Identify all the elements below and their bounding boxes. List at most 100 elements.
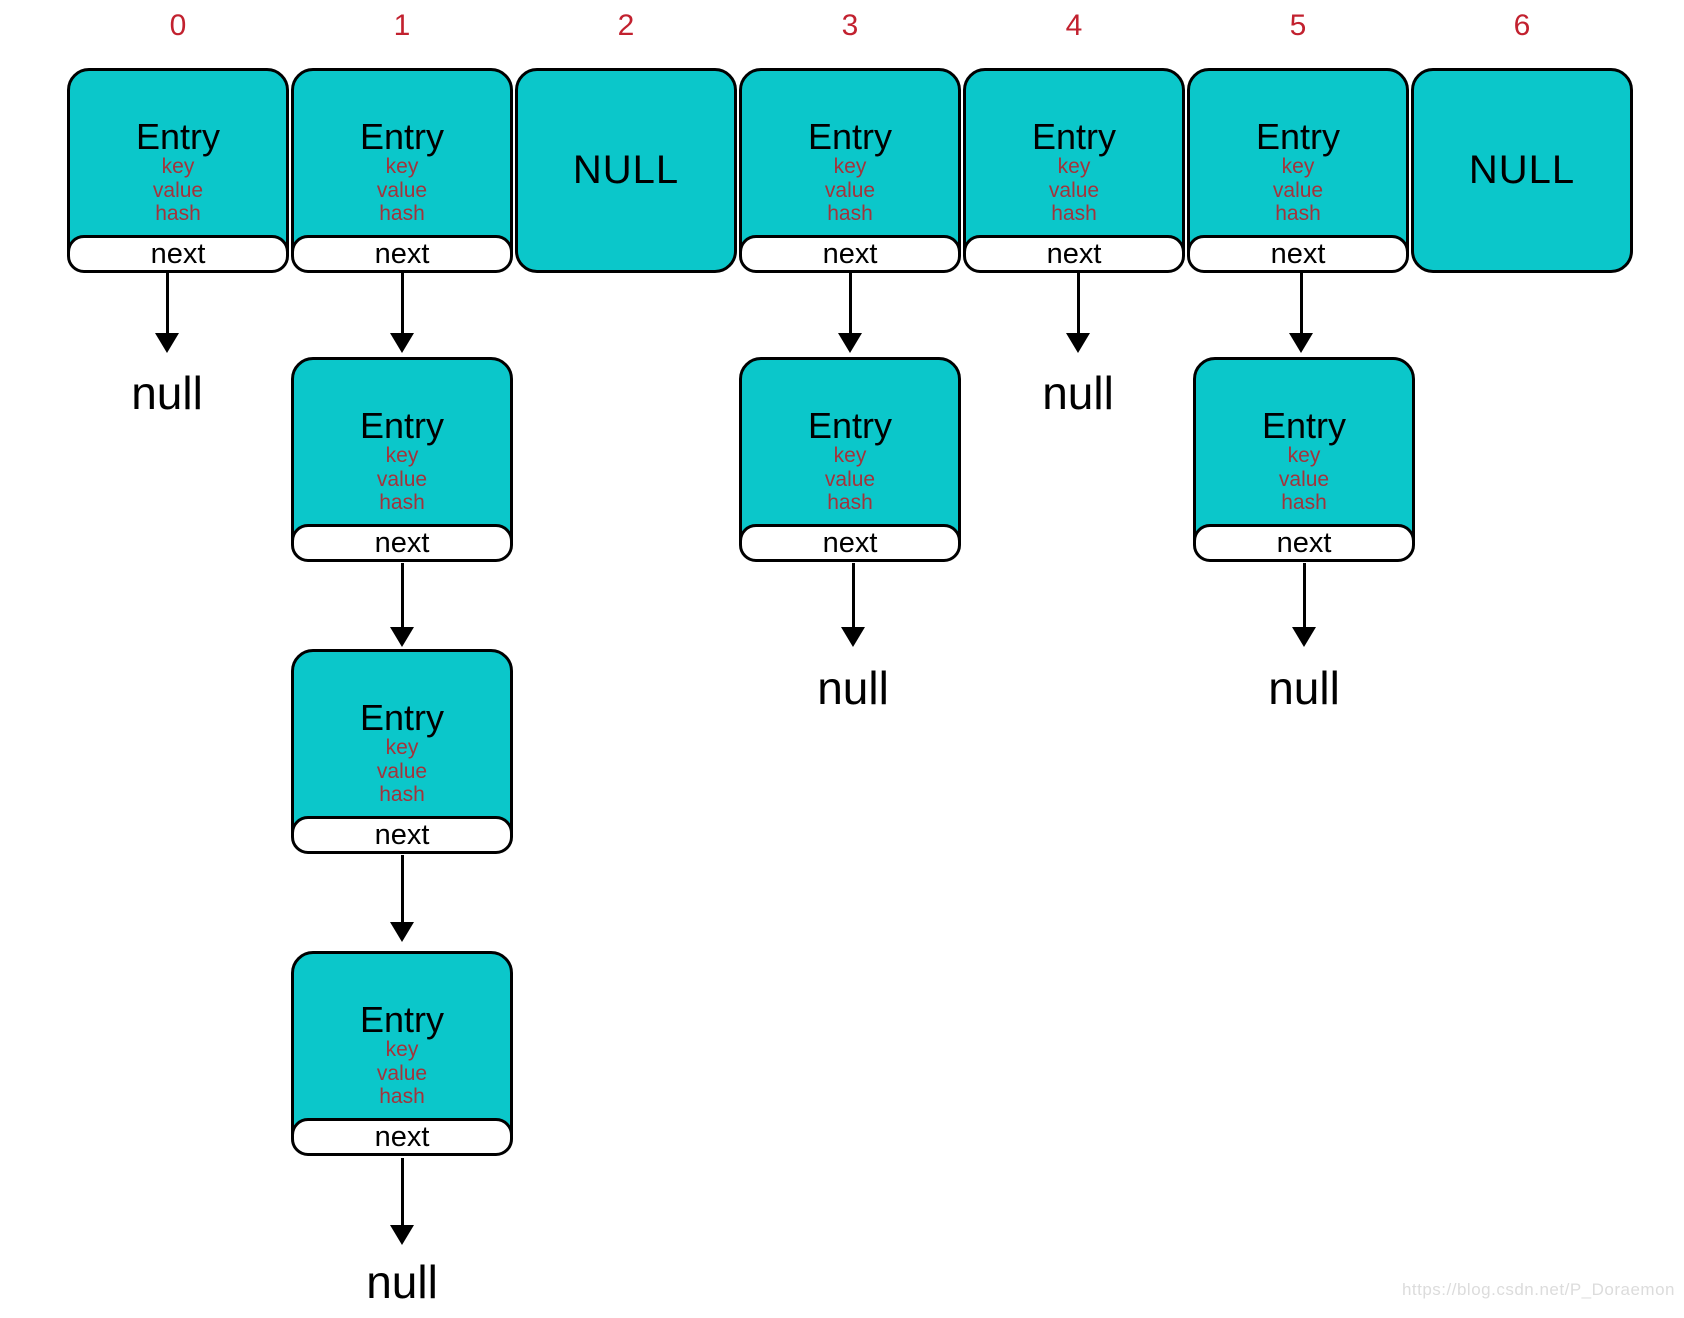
next-arrow	[155, 273, 179, 353]
entry-field-key: key	[385, 1038, 419, 1061]
next-label: next	[1046, 237, 1102, 270]
entry-field-hash: hash	[1051, 202, 1097, 225]
entry-title: Entry	[807, 405, 893, 446]
entry-field-value: value	[1272, 178, 1324, 202]
next-label: next	[150, 237, 206, 270]
entry-title: Entry	[359, 999, 445, 1040]
entry-field-key: key	[1281, 155, 1315, 178]
next-arrow	[1066, 273, 1090, 353]
next-arrow	[841, 563, 865, 647]
entry-field-value: value	[376, 1061, 428, 1085]
entry-field-value: value	[376, 467, 428, 491]
bucket-index-1: 1	[393, 9, 411, 42]
null-terminator-bucket0: null	[131, 367, 203, 419]
entry-field-key: key	[385, 444, 419, 467]
bucket-index-6: 6	[1513, 9, 1531, 42]
entry-field-hash: hash	[379, 1085, 425, 1108]
null-terminator-bucket3: null	[817, 662, 889, 714]
entry-fields: key value hash	[742, 444, 958, 515]
entry-title: Entry	[807, 116, 893, 157]
entry-fields: key value hash	[1196, 444, 1412, 515]
null-terminator-bucket1: null	[366, 1256, 438, 1308]
entry-field-hash: hash	[1275, 202, 1321, 225]
entry-node-bucket1-3: Entry key value hash next	[291, 649, 513, 854]
bucket-index-0: 0	[169, 9, 187, 42]
entry-node-bucket4: Entry key value hash next	[963, 68, 1185, 273]
entry-fields: key value hash	[294, 155, 510, 226]
next-pointer: next	[67, 235, 289, 273]
entry-field-value: value	[1278, 467, 1330, 491]
entry-fields: key value hash	[294, 1038, 510, 1109]
next-arrow	[390, 563, 414, 647]
entry-node-bucket5-2: Entry key value hash next	[1193, 357, 1415, 562]
next-pointer: next	[291, 1118, 513, 1156]
null-terminator-bucket5: null	[1268, 662, 1340, 714]
next-arrow	[1289, 273, 1313, 353]
entry-fields: key value hash	[1190, 155, 1406, 226]
next-label: next	[822, 526, 878, 559]
entry-node-bucket1: Entry key value hash next	[291, 68, 513, 273]
entry-field-value: value	[376, 178, 428, 202]
entry-node-bucket1-4: Entry key value hash next	[291, 951, 513, 1156]
next-label: next	[1270, 237, 1326, 270]
entry-field-key: key	[833, 155, 867, 178]
entry-field-key: key	[385, 155, 419, 178]
bucket-index-2: 2	[617, 9, 635, 42]
entry-node-bucket1-2: Entry key value hash next	[291, 357, 513, 562]
next-arrow	[1292, 563, 1316, 647]
entry-field-value: value	[376, 759, 428, 783]
bucket-index-4: 4	[1065, 9, 1083, 42]
next-label: next	[374, 237, 430, 270]
next-pointer: next	[739, 524, 961, 562]
entry-field-key: key	[833, 444, 867, 467]
entry-node-bucket5: Entry key value hash next	[1187, 68, 1409, 273]
entry-field-hash: hash	[827, 202, 873, 225]
entry-fields: key value hash	[966, 155, 1182, 226]
entry-fields: key value hash	[742, 155, 958, 226]
null-bucket-label: NULL	[572, 148, 680, 192]
entry-field-value: value	[152, 178, 204, 202]
next-arrow	[390, 273, 414, 353]
entry-field-hash: hash	[379, 491, 425, 514]
entry-title: Entry	[359, 697, 445, 738]
null-bucket-node-2: NULL	[515, 68, 737, 273]
entry-title: Entry	[359, 116, 445, 157]
entry-field-hash: hash	[379, 783, 425, 806]
entry-title: Entry	[1255, 116, 1341, 157]
next-pointer: next	[291, 816, 513, 854]
entry-fields: key value hash	[294, 444, 510, 515]
entry-fields: key value hash	[294, 736, 510, 807]
watermark: https://blog.csdn.net/P_Doraemon	[1401, 1280, 1675, 1299]
entry-fields: key value hash	[70, 155, 286, 226]
entry-field-value: value	[1048, 178, 1100, 202]
next-arrow	[390, 855, 414, 942]
entry-field-hash: hash	[1281, 491, 1327, 514]
entry-field-hash: hash	[379, 202, 425, 225]
entry-field-hash: hash	[155, 202, 201, 225]
null-bucket-label: NULL	[1468, 148, 1576, 192]
next-pointer: next	[291, 524, 513, 562]
next-pointer: next	[291, 235, 513, 273]
entry-field-key: key	[1057, 155, 1091, 178]
next-label: next	[1276, 526, 1332, 559]
null-bucket-node-6: NULL	[1411, 68, 1633, 273]
entry-node-bucket3: Entry key value hash next	[739, 68, 961, 273]
next-pointer: next	[1193, 524, 1415, 562]
entry-title: Entry	[1031, 116, 1117, 157]
entry-field-key: key	[161, 155, 195, 178]
next-label: next	[374, 818, 430, 851]
next-arrow	[390, 1158, 414, 1245]
entry-field-value: value	[824, 178, 876, 202]
entry-node-bucket3-2: Entry key value hash next	[739, 357, 961, 562]
next-pointer: next	[963, 235, 1185, 273]
bucket-index-5: 5	[1289, 9, 1307, 42]
next-label: next	[374, 526, 430, 559]
null-terminator-bucket4: null	[1042, 367, 1114, 419]
next-pointer: next	[1187, 235, 1409, 273]
bucket-index-3: 3	[841, 9, 859, 42]
next-label: next	[822, 237, 878, 270]
entry-title: Entry	[135, 116, 221, 157]
entry-node-bucket0: Entry key value hash next	[67, 68, 289, 273]
entry-field-key: key	[1287, 444, 1321, 467]
